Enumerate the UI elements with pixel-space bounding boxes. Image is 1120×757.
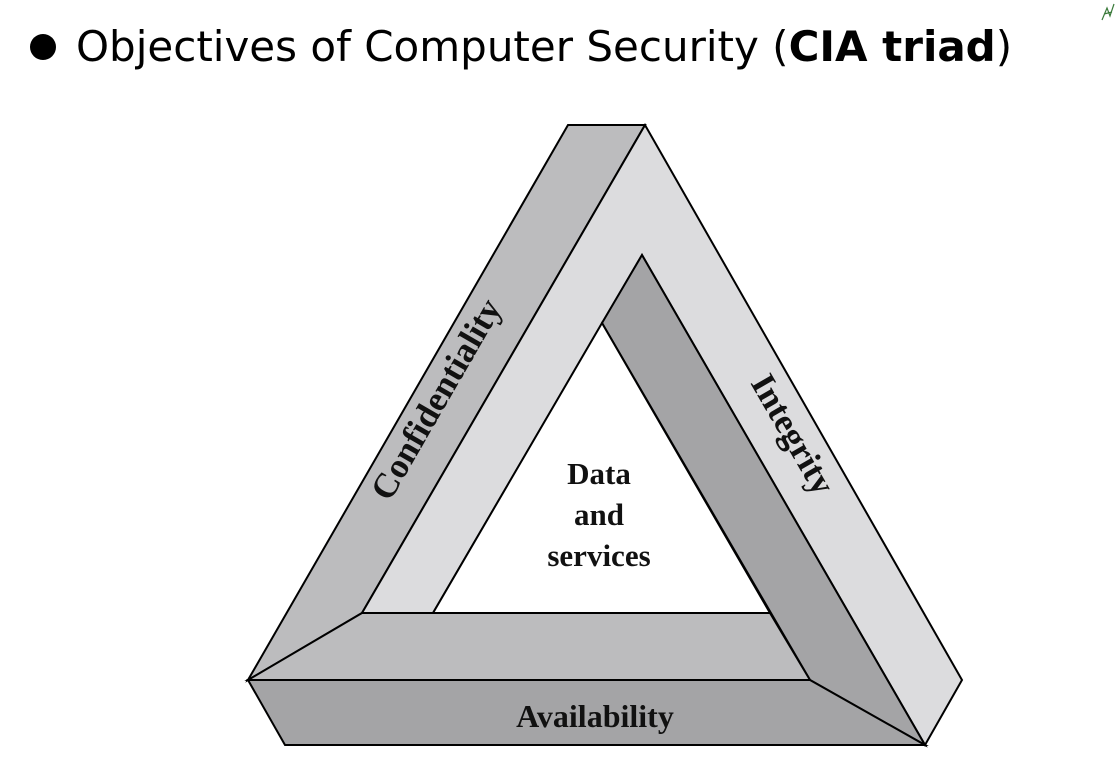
inner-triangle xyxy=(431,321,772,614)
availability-label: Availability xyxy=(516,698,674,734)
title-text: Objectives of Computer Security ( xyxy=(76,22,789,71)
pen-mark-icon xyxy=(1101,3,1115,21)
center-text-line: and xyxy=(574,497,624,532)
title-emphasis: CIA triad xyxy=(788,22,996,71)
bottom-bar-front-face xyxy=(246,679,929,746)
center-text-line: Data xyxy=(567,456,631,491)
title-close-paren: ) xyxy=(995,22,1013,71)
bullet-icon xyxy=(30,33,56,60)
slide-title: Objectives of Computer Security (CIA tri… xyxy=(30,22,1012,71)
center-text-line: services xyxy=(547,538,650,573)
